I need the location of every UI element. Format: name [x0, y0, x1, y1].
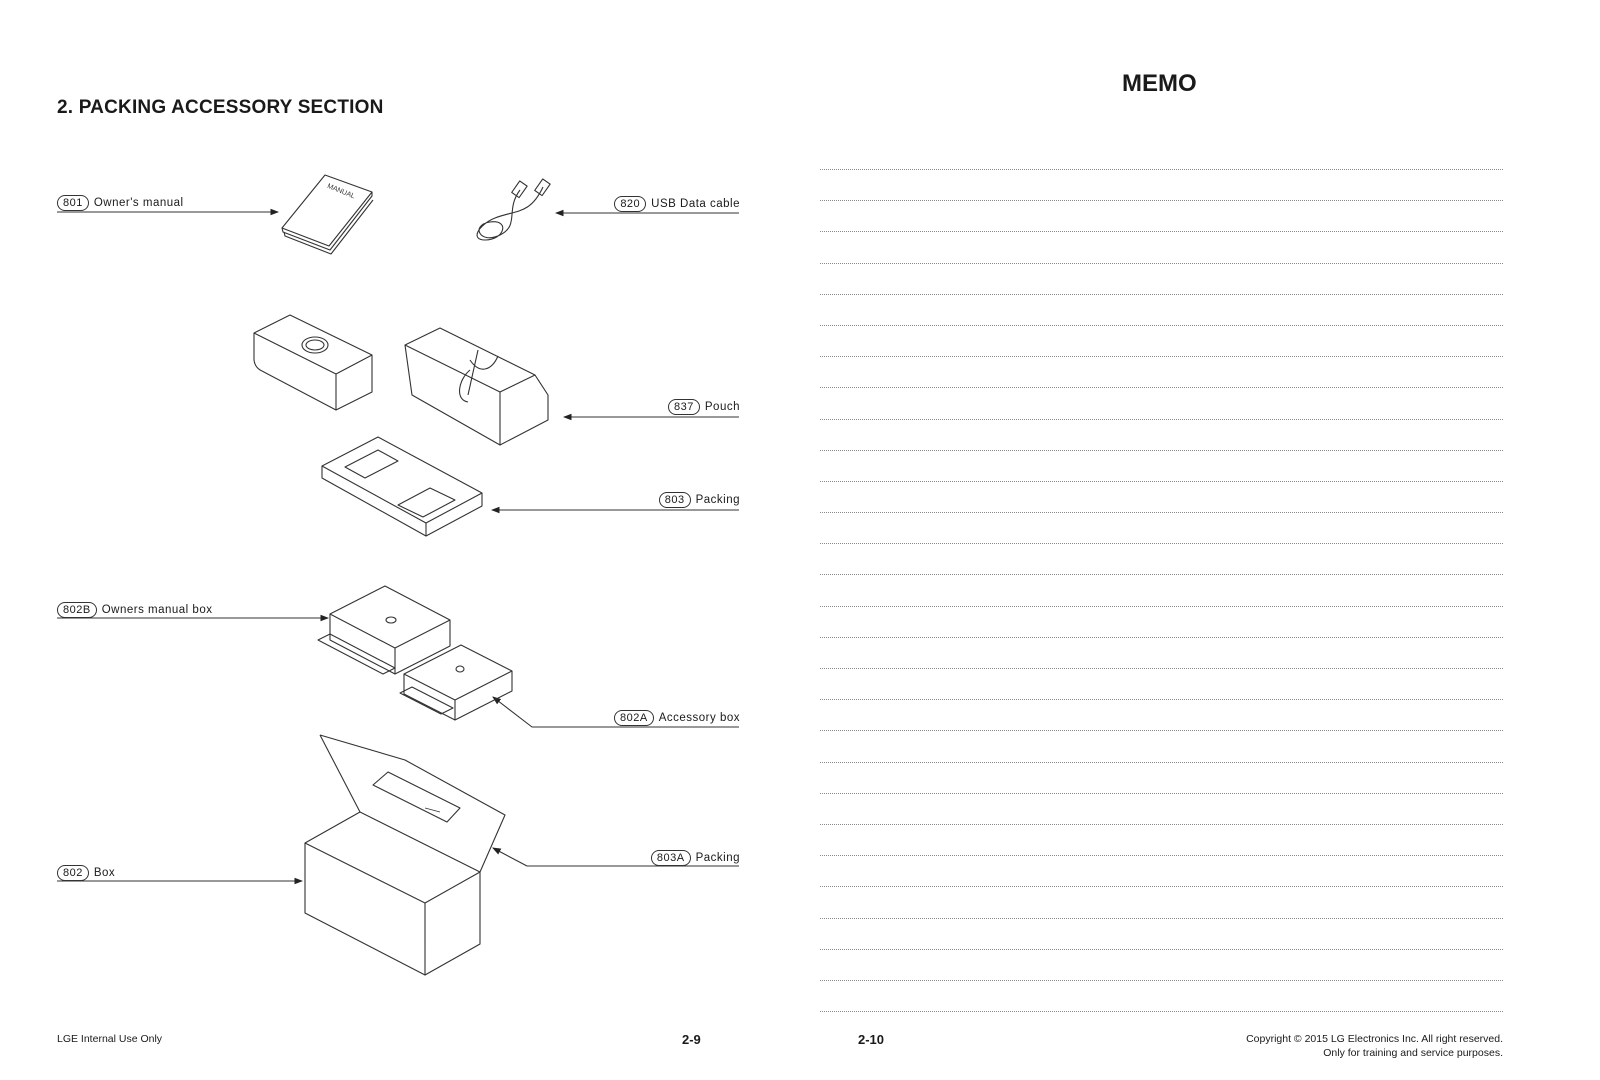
page-number-left: 2-9 — [682, 1032, 701, 1047]
memo-line — [820, 792, 1503, 794]
packing-exploded-drawing: MANUAL — [57, 174, 739, 976]
copyright-line-1: Copyright © 2015 LG Electronics Inc. All… — [1246, 1033, 1503, 1045]
pouch-illustration — [404, 327, 549, 446]
memo-line — [820, 512, 1503, 514]
part-name: Owners manual box — [101, 604, 213, 616]
memo-line — [820, 449, 1503, 451]
memo-title: MEMO — [1122, 70, 1197, 97]
accessory-box-illustration — [399, 644, 513, 721]
memo-line — [820, 262, 1503, 264]
copyright-notice: Copyright © 2015 LG Electronics Inc. All… — [1246, 1032, 1503, 1060]
part-name: Pouch — [704, 401, 740, 413]
part-name: Accessory box — [658, 712, 740, 724]
memo-line — [820, 231, 1503, 233]
memo-line — [820, 574, 1503, 576]
memo-line — [820, 324, 1503, 326]
memo-line — [820, 200, 1503, 202]
leader-line-803a — [492, 847, 739, 867]
memo-line — [820, 730, 1503, 732]
memo-ruled-lines — [820, 169, 1503, 1042]
memo-line — [820, 917, 1503, 919]
speaker-illustration — [253, 314, 373, 411]
memo-line — [820, 823, 1503, 825]
owners-manual-illustration: MANUAL — [281, 174, 374, 255]
memo-line — [820, 1011, 1503, 1013]
section-title: 2. PACKING ACCESSORY SECTION — [57, 97, 384, 118]
part-label-801: 801 Owner's manual — [57, 194, 184, 212]
memo-line — [820, 169, 1503, 170]
part-label-820: 820 USB Data cable — [614, 195, 740, 213]
packing-tray-illustration — [321, 436, 483, 537]
part-label-803: 803 Packing — [658, 491, 740, 509]
memo-line — [820, 605, 1503, 607]
owners-manual-box-illustration — [317, 585, 451, 675]
memo-line — [820, 293, 1503, 295]
leader-line-802a — [492, 696, 739, 728]
part-code: 820 — [614, 196, 647, 212]
part-code: 801 — [57, 195, 89, 211]
memo-line — [820, 543, 1503, 545]
memo-line — [820, 418, 1503, 420]
copyright-line-2: Only for training and service purposes. — [1323, 1047, 1503, 1059]
part-code: 802A — [614, 710, 654, 726]
memo-line — [820, 668, 1503, 669]
part-label-802: 802 Box — [57, 864, 115, 882]
memo-line — [820, 699, 1503, 701]
part-name: USB Data cable — [651, 198, 740, 210]
part-code: 803 — [658, 492, 691, 508]
memo-line — [820, 979, 1503, 981]
part-code: 837 — [668, 399, 700, 415]
footer-internal-use: LGE Internal Use Only — [57, 1033, 163, 1045]
memo-line — [820, 356, 1503, 358]
memo-line — [820, 886, 1503, 888]
memo-line — [820, 948, 1503, 950]
part-name: Packing — [695, 494, 740, 506]
part-name: Owner's manual — [93, 197, 184, 209]
usb-cable-illustration — [476, 178, 551, 241]
part-label-837: 837 Pouch — [668, 398, 740, 416]
page-number-right: 2-10 — [858, 1032, 885, 1047]
part-name: Box — [93, 867, 116, 879]
leader-lines — [57, 208, 739, 885]
memo-line — [820, 855, 1503, 857]
memo-line — [820, 761, 1503, 763]
main-box-illustration — [304, 734, 506, 976]
part-label-802a: 802A Accessory box — [614, 709, 740, 727]
manual-cover-text: MANUAL — [326, 183, 356, 200]
memo-line — [820, 636, 1503, 638]
memo-line — [820, 480, 1503, 482]
part-name: Packing — [695, 852, 740, 864]
memo-line — [820, 387, 1503, 389]
